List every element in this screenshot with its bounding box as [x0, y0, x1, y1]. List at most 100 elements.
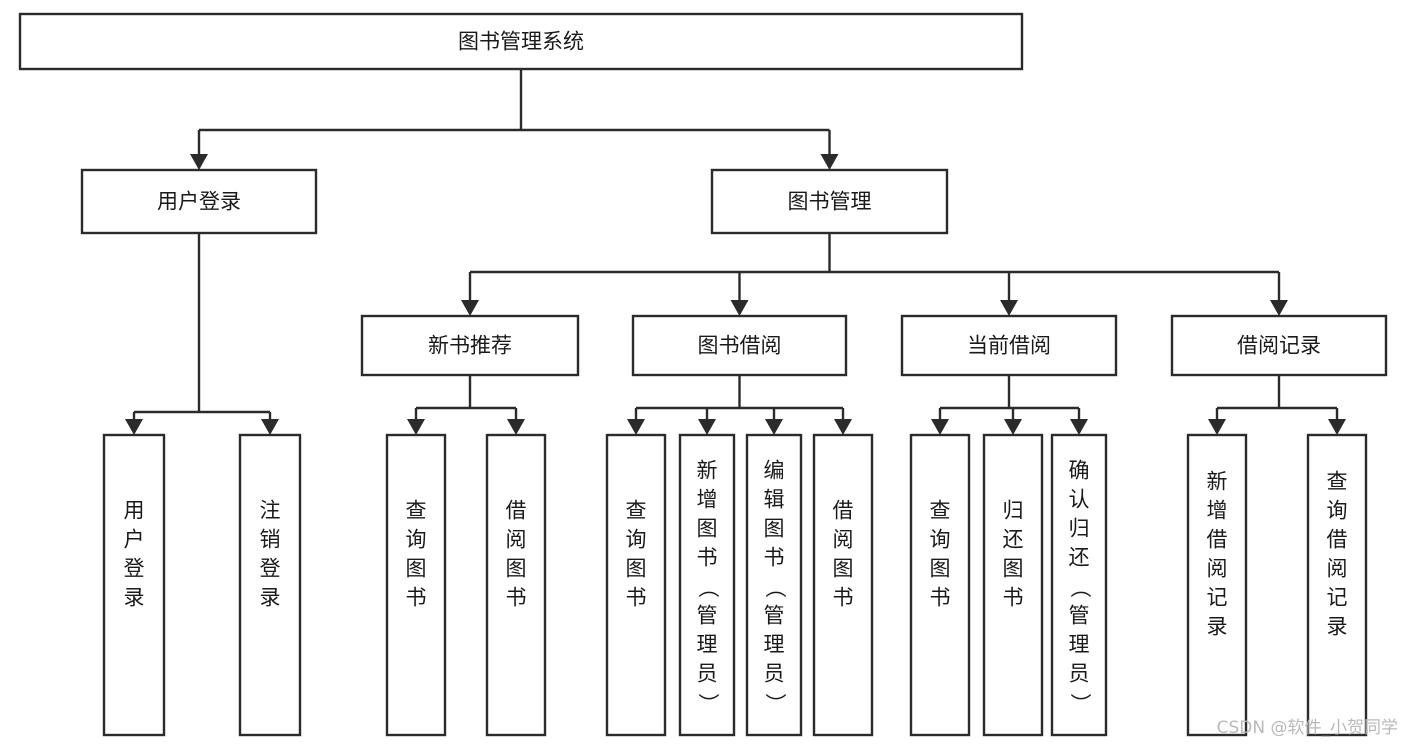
arrow-head-icon: [1070, 419, 1088, 435]
node-box[interactable]: [745, 433, 803, 737]
node-label-char: 增: [1207, 499, 1228, 523]
node-label-char: 理: [697, 633, 718, 657]
node-label-char: 登: [260, 557, 281, 581]
node-label-char: 管: [1069, 604, 1090, 628]
node-new-book-recommend[interactable]: 新书推荐: [360, 314, 580, 377]
node-box[interactable]: [909, 433, 971, 737]
node-label: 当前借阅: [967, 334, 1051, 358]
node-book-borrow[interactable]: 图书借阅: [631, 314, 848, 377]
connectors-layer: [125, 69, 1346, 435]
arrow-head-icon: [1000, 300, 1018, 316]
node-label-vertical: 用户登录: [124, 499, 145, 610]
node-label-char: ）: [696, 693, 720, 714]
node-label-char: 图: [764, 517, 785, 541]
node-label-char: 注: [260, 499, 281, 523]
node-box[interactable]: [1186, 433, 1248, 737]
node-box[interactable]: [238, 433, 302, 737]
node-box[interactable]: [485, 433, 547, 737]
node-box[interactable]: [900, 314, 1118, 377]
arrow-head-icon: [834, 419, 852, 435]
node-root[interactable]: 图书管理系统: [18, 12, 1024, 71]
node-label-char: 登: [124, 557, 145, 581]
node-user-login[interactable]: 用户登录: [80, 168, 318, 235]
node-box[interactable]: [18, 12, 1024, 71]
node-label-char: 录: [124, 586, 145, 610]
node-label-char: 书: [626, 586, 647, 610]
node-box[interactable]: [385, 433, 447, 737]
node-label-char: （: [696, 577, 720, 598]
node-box[interactable]: [710, 168, 949, 235]
node-label-char: 书: [697, 546, 718, 570]
node-label-char: 录: [1207, 615, 1228, 639]
node-label-char: 录: [260, 586, 281, 610]
node-box[interactable]: [982, 433, 1044, 737]
arrow-head-icon: [261, 419, 279, 435]
node-label-char: （: [1068, 577, 1092, 598]
node-current-borrow[interactable]: 当前借阅: [900, 314, 1118, 377]
node-label-char: 阅: [506, 528, 527, 552]
node-leaf-user-login[interactable]: 用户登录: [102, 433, 166, 737]
node-label-char: 询: [1327, 499, 1348, 523]
node-label-char: 辑: [764, 488, 785, 512]
node-label-char: 阅: [1327, 557, 1348, 581]
node-label-char: 理: [764, 633, 785, 657]
node-label-char: 查: [406, 499, 427, 523]
node-book-manage[interactable]: 图书管理: [710, 168, 949, 235]
arrow-head-icon: [190, 154, 208, 170]
node-label-char: 认: [1069, 488, 1090, 512]
node-label-char: 员: [1069, 662, 1090, 686]
node-label-char: 录: [1327, 615, 1348, 639]
node-box[interactable]: [812, 433, 874, 737]
node-label-char: 阅: [1207, 557, 1228, 581]
node-label-char: 图: [406, 557, 427, 581]
node-box[interactable]: [1050, 433, 1108, 737]
node-label-char: 归: [1003, 499, 1024, 523]
node-label: 新书推荐: [428, 334, 512, 358]
node-box[interactable]: [605, 433, 667, 737]
node-borrow-record[interactable]: 借阅记录: [1170, 314, 1388, 377]
arrow-head-icon: [1208, 419, 1226, 435]
arrow-head-icon: [1270, 300, 1288, 316]
node-label-char: 查: [1327, 470, 1348, 494]
node-box[interactable]: [631, 314, 848, 377]
csdn-watermark: CSDN @软件_小贺同学: [1217, 718, 1398, 738]
node-box[interactable]: [360, 314, 580, 377]
node-label-char: 管: [697, 604, 718, 628]
arrow-head-icon: [461, 300, 479, 316]
node-label-char: 书: [930, 586, 951, 610]
node-label-char: 户: [124, 528, 145, 552]
node-box[interactable]: [102, 433, 166, 737]
node-label-char: 图: [506, 557, 527, 581]
node-label-char: 查: [930, 499, 951, 523]
arrow-head-icon: [1328, 419, 1346, 435]
node-box[interactable]: [80, 168, 318, 235]
node-box[interactable]: [1306, 433, 1368, 737]
node-label-char: 新: [1207, 470, 1228, 494]
node-label-char: 图: [1003, 557, 1024, 581]
node-label-char: 阅: [833, 528, 854, 552]
arrow-head-icon: [507, 419, 525, 435]
nodes-layer: 图书管理系统用户登录图书管理新书推荐图书借阅当前借阅借阅记录用户登录注销登录查询…: [18, 12, 1388, 737]
node-label: 图书管理: [788, 190, 872, 214]
node-box[interactable]: [678, 433, 736, 737]
node-label: 图书管理系统: [458, 30, 584, 54]
node-box[interactable]: [1170, 314, 1388, 377]
